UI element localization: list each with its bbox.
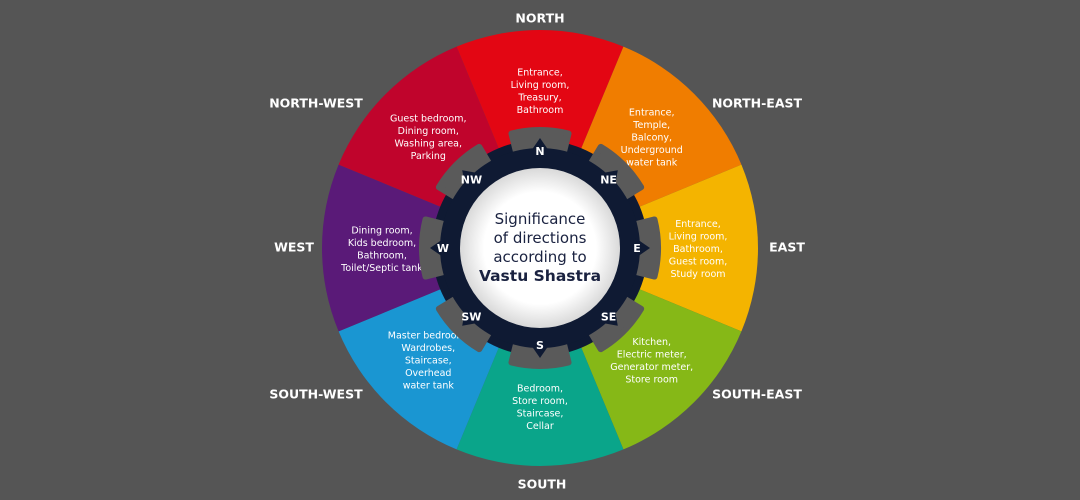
label-south: SOUTH [517, 476, 567, 492]
sector-item: Bathroom, [357, 250, 407, 261]
sector-item: Living room, [669, 232, 728, 243]
sector-item: Overhead [405, 368, 451, 379]
compass-abbr-ne: NE [600, 173, 617, 186]
compass-pointer [462, 170, 480, 188]
sector-item: Parking [411, 151, 446, 162]
compass-abbr-s: S [536, 339, 544, 352]
title-line: of directions [493, 229, 587, 247]
sector-item: Treasury, [517, 92, 561, 103]
label-north: NORTH [515, 10, 565, 26]
label-west: WEST [274, 239, 314, 255]
sector-item: Store room [625, 374, 678, 385]
sector-item: Wardrobes, [401, 343, 455, 354]
compass-abbr-sw: SW [461, 311, 481, 324]
compass-abbr-n: N [535, 145, 544, 158]
sector-item: Washing area, [395, 139, 463, 150]
title-line: Significance [494, 210, 586, 228]
sector-item: Kids bedroom, [348, 238, 416, 249]
sector-item: Entrance, [629, 107, 675, 118]
sector-item: Dining room, [398, 126, 459, 137]
compass-abbr-w: W [437, 242, 449, 255]
sector-item: water tank [403, 381, 455, 392]
sector-item: Guest room, [669, 257, 728, 268]
compass-pointer [462, 308, 480, 326]
compass-pointer [635, 237, 650, 259]
compass-abbr-e: E [633, 242, 641, 255]
sector-item: Kitchen, [632, 337, 671, 348]
sector-item: Dining room, [351, 225, 412, 236]
sector-item: Balcony, [631, 132, 672, 143]
sector-item: Cellar [526, 421, 554, 432]
label-north-east: NORTH-EAST [711, 95, 803, 111]
sector-item: Staircase, [517, 408, 564, 419]
sector-item: Temple, [632, 120, 670, 131]
compass-pointer [529, 138, 551, 153]
sector-item: Generator meter, [610, 362, 693, 373]
sector-item: Bathroom [517, 105, 564, 116]
sector-item: Underground [621, 145, 683, 156]
sector-item: Toilet/Septic tank [340, 263, 423, 274]
sector-item: Entrance, [517, 67, 563, 78]
sector-item: Bathroom, [673, 244, 723, 255]
title-line: according to [493, 248, 587, 266]
label-north-west: NORTH-WEST [269, 95, 363, 111]
sector-item: water tank [626, 157, 678, 168]
sector-item: Living room, [511, 80, 570, 91]
sector-item: Bedroom, [517, 383, 563, 394]
compass-abbr-nw: NW [461, 173, 482, 186]
label-south-east: SOUTH-EAST [712, 386, 802, 402]
sector-item: Study room [670, 269, 725, 280]
sector-item: Staircase, [405, 356, 452, 367]
sector-item: Store room, [512, 396, 568, 407]
center-title: Significance of directions according to … [465, 210, 615, 286]
sector-item: Entrance, [675, 219, 721, 230]
sector-item: Master bedroom, [388, 331, 469, 342]
compass-pointer [529, 343, 551, 358]
sector-item: Guest bedroom, [390, 114, 466, 125]
compass-pointer [600, 170, 618, 188]
compass-pointer [430, 237, 445, 259]
compass-abbr-se: SE [601, 311, 616, 324]
center-circle [460, 168, 620, 328]
compass-pointer [600, 308, 618, 326]
label-south-west: SOUTH-WEST [269, 386, 363, 402]
label-east: EAST [769, 239, 805, 255]
title-bold: Vastu Shastra [478, 267, 602, 285]
sector-item: Electric meter, [617, 349, 687, 360]
